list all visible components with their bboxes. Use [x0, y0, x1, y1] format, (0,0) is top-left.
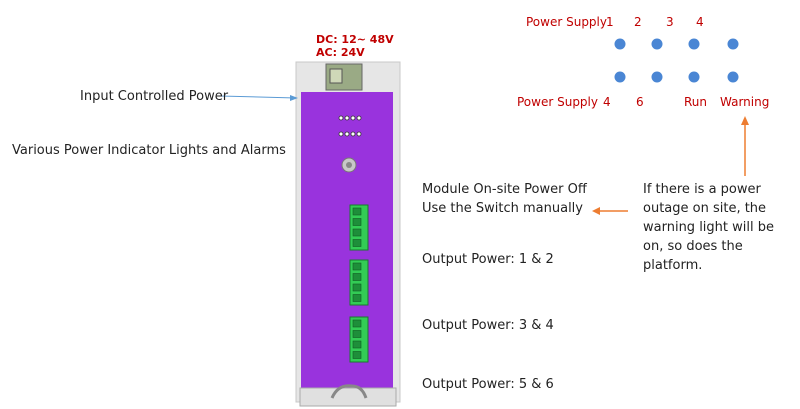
- device-led: [356, 115, 362, 121]
- legend-top-num-2: 2: [634, 15, 642, 29]
- terminal-screw: [352, 207, 362, 216]
- warning-note-line: warning light will be: [643, 220, 774, 235]
- terminal-screw: [352, 340, 362, 349]
- legend-bottom-num-6: 6: [636, 95, 644, 109]
- indicator-lights-label: Various Power Indicator Lights and Alarm…: [12, 143, 286, 158]
- legend-led: [727, 38, 739, 50]
- terminal-screw: [352, 218, 362, 226]
- device-led: [350, 115, 356, 121]
- output-34-label: Output Power: 3 & 4: [422, 318, 554, 333]
- legend-led: [651, 38, 663, 50]
- legend-bottom-label: Power Supply: [517, 95, 598, 109]
- dc-spec: DC: 12~ 48V: [316, 33, 394, 46]
- legend-warning-label: Warning: [720, 95, 770, 109]
- warning-note-line: If there is a power: [643, 182, 761, 197]
- output-terminal-block: [349, 259, 369, 306]
- device-led: [350, 131, 356, 137]
- warning-note-line: outage on site, the: [643, 201, 767, 216]
- output-12-label: Output Power: 1 & 2: [422, 252, 554, 267]
- device-led: [344, 131, 350, 137]
- legend-led: [614, 71, 626, 83]
- legend-leds: [614, 38, 739, 83]
- clip-latch: [330, 384, 368, 399]
- output-terminal-block: [349, 316, 369, 363]
- terminal-screw: [352, 262, 362, 271]
- output-terminals: [349, 204, 369, 363]
- input-controlled-power-label: Input Controlled Power: [80, 89, 229, 104]
- warning-note-line: on, so does the: [643, 239, 743, 254]
- terminal-screw: [352, 283, 362, 292]
- legend-led: [614, 38, 626, 50]
- module-power-off-label: Module On-site Power Off: [422, 182, 587, 197]
- device-indicator-leds: [338, 115, 362, 137]
- legend-top-num-1: 1: [606, 15, 614, 29]
- connector-screw: [329, 68, 343, 84]
- output-56-label: Output Power: 5 & 6: [422, 377, 554, 392]
- legend-led: [727, 71, 739, 83]
- legend-run-label: Run: [684, 95, 708, 109]
- warning-arrowhead: [741, 116, 749, 125]
- device-led: [338, 131, 344, 137]
- legend-led: [688, 38, 700, 50]
- device-body: [301, 92, 393, 388]
- switch-center: [346, 162, 352, 168]
- legend-bottom-num-4: 4: [603, 95, 611, 109]
- legend-led: [688, 71, 700, 83]
- legend-led: [651, 71, 663, 83]
- terminal-screw: [352, 228, 362, 237]
- device-led: [338, 115, 344, 121]
- input-power-arrow: [219, 95, 297, 99]
- device-led: [344, 115, 350, 121]
- terminal-screw: [352, 273, 362, 281]
- use-switch-label: Use the Switch manually: [422, 201, 583, 216]
- ac-spec: AC: 24V: [316, 46, 365, 59]
- terminal-screw: [352, 294, 362, 302]
- input-power-arrowhead: [290, 95, 298, 101]
- legend-top-label: Power Supply: [526, 15, 607, 29]
- legend-top-num-4: 4: [696, 15, 704, 29]
- device-led: [356, 131, 362, 137]
- terminal-screw: [352, 351, 362, 359]
- terminal-screw: [352, 319, 362, 328]
- warning-note: If there is a power outage on site, the …: [643, 180, 793, 275]
- legend-top-num-3: 3: [666, 15, 674, 29]
- warning-note-line: platform.: [643, 258, 703, 273]
- terminal-screw: [352, 239, 362, 247]
- din-rail-clip: [299, 387, 397, 407]
- terminal-screw: [352, 330, 362, 338]
- output-terminal-block: [349, 204, 369, 251]
- power-off-arrowhead: [592, 207, 600, 215]
